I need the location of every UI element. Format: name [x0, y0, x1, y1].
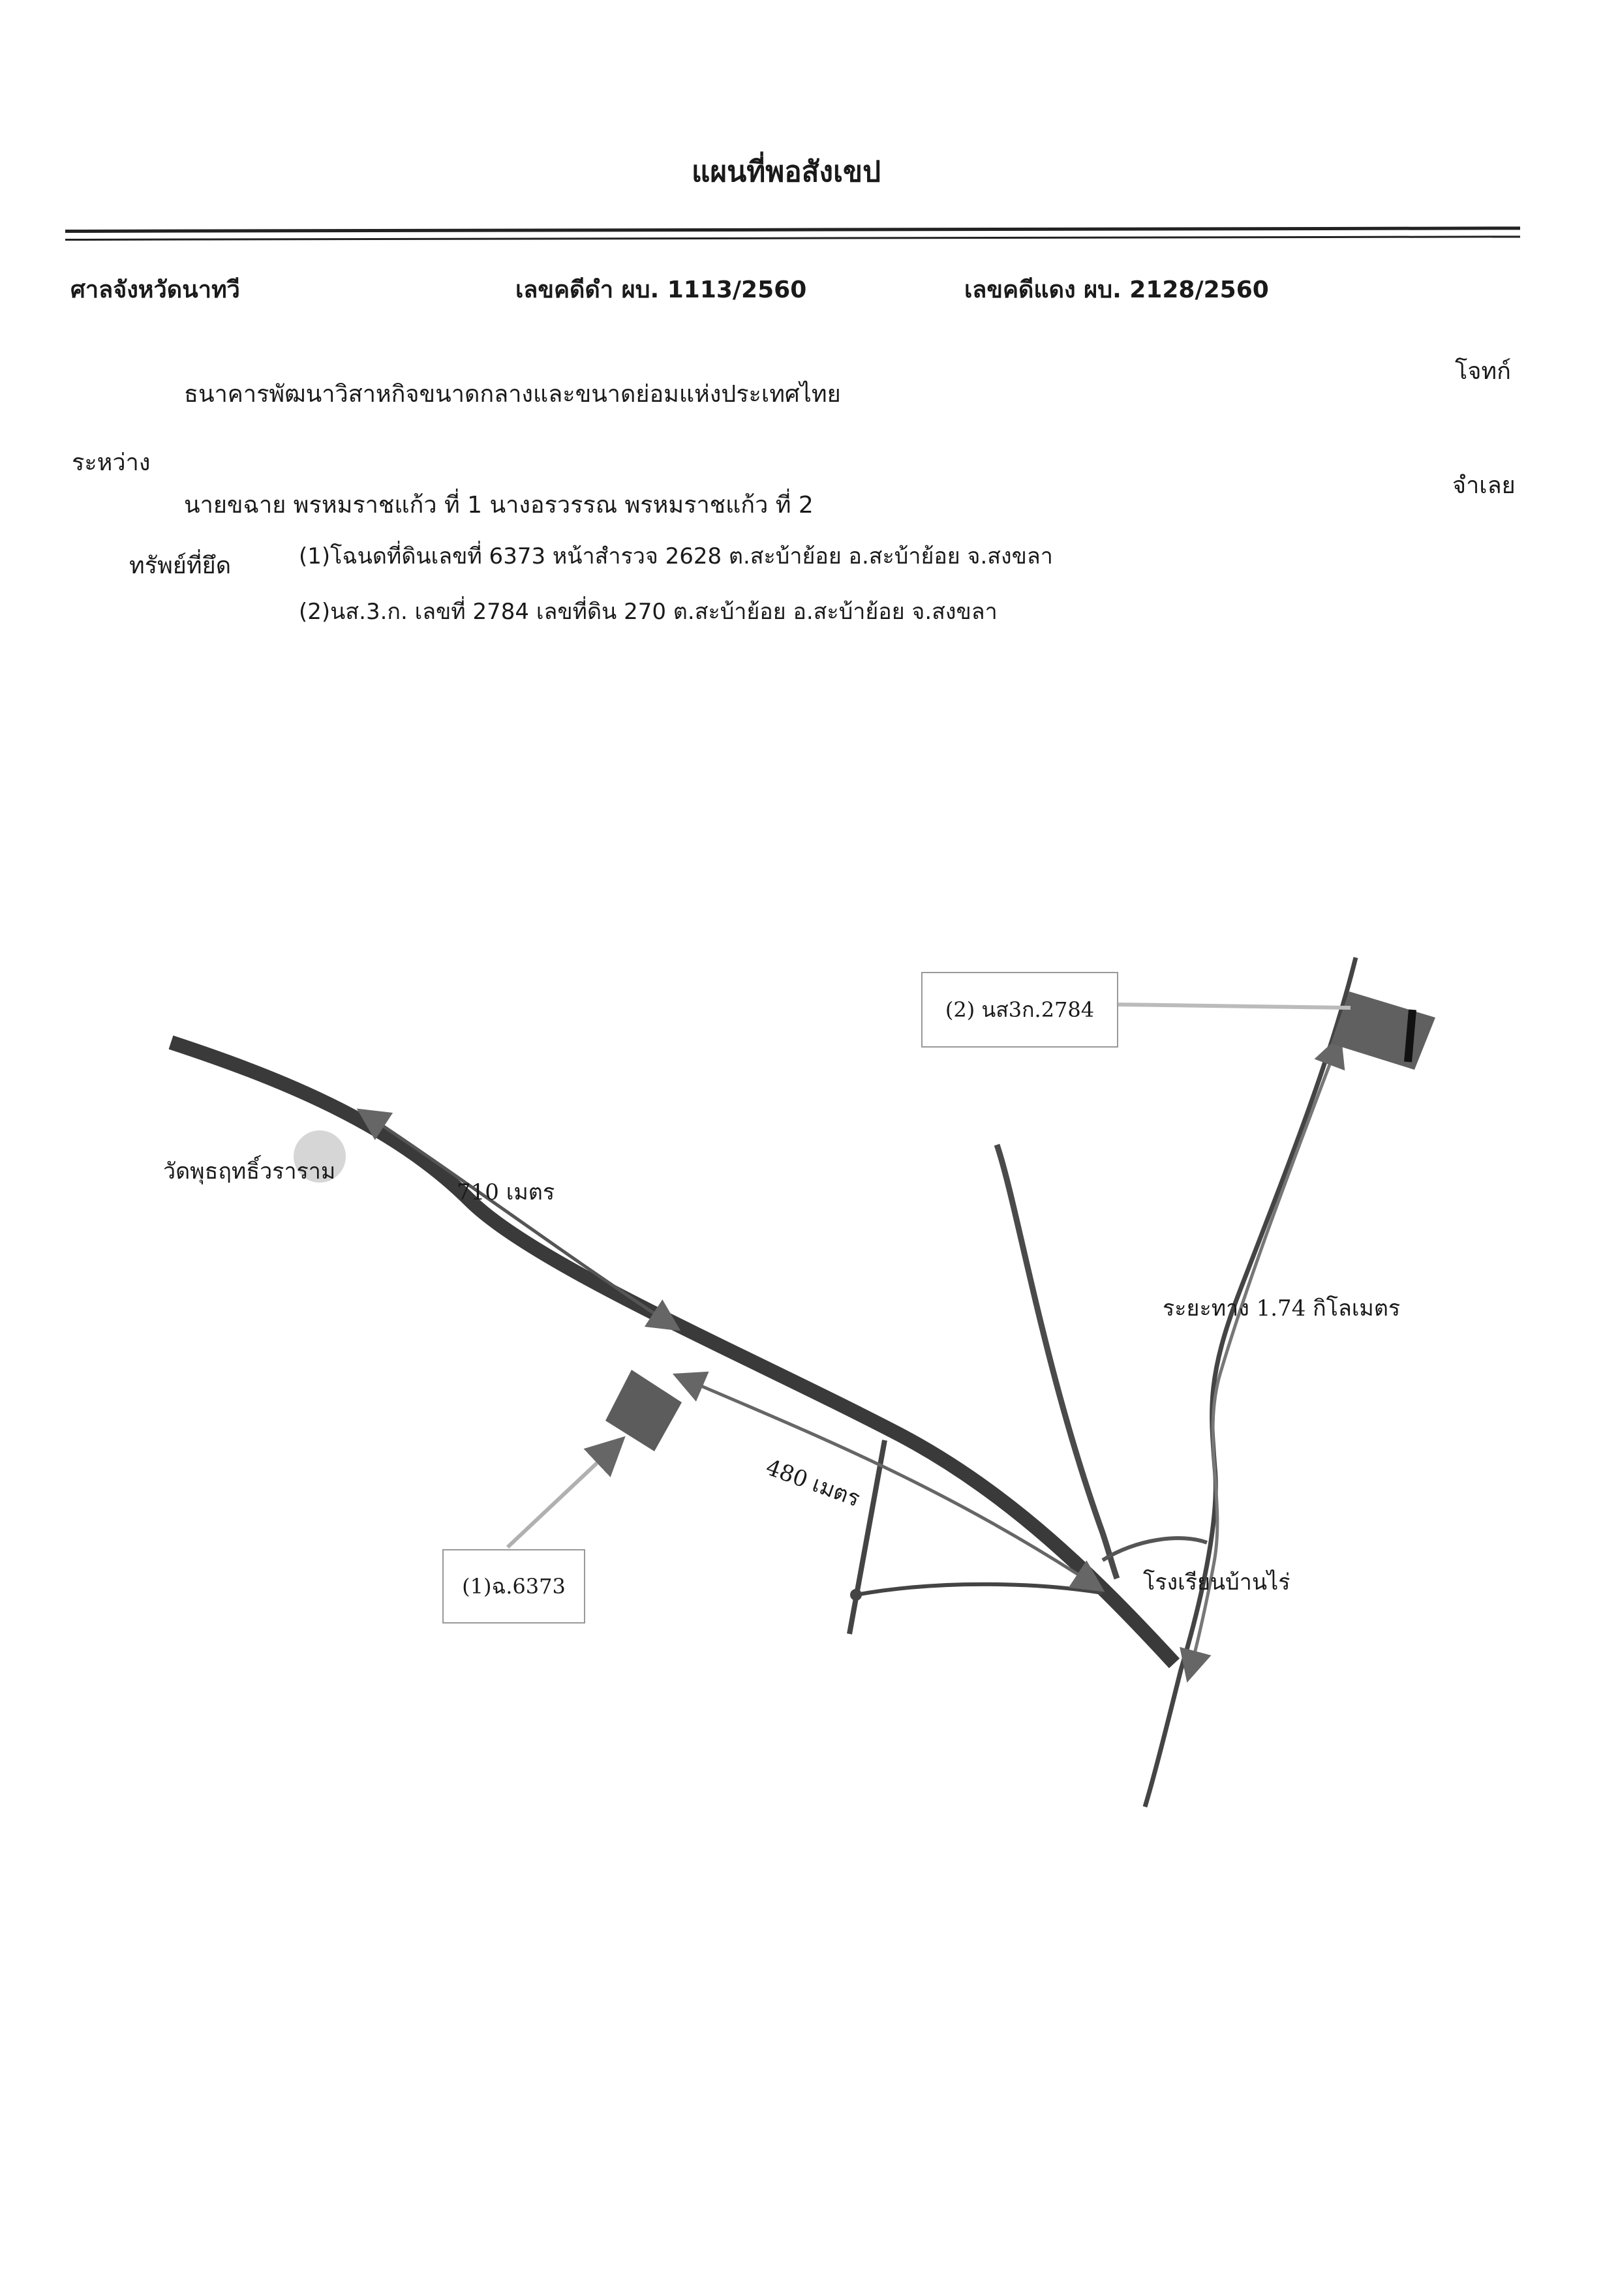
plaintiff-name: ธนาคารพัฒนาวิสาหกิจขนาดกลางและขนาดย่อมแห…	[184, 381, 841, 408]
between-label: ระหว่าง	[72, 449, 151, 476]
court-name: ศาลจังหวัดนาทวี	[70, 277, 240, 303]
arrow-174	[1180, 1034, 1345, 1683]
distance-174-label: ระยะทาง 1.74 กิโลเมตร	[1163, 1295, 1401, 1322]
parcel-2-label: (2) นส3ก.2784	[945, 997, 1095, 1022]
asset-1-text: (1)โฉนดที่ดินเลขที่ 6373 หน้าสำรวจ 2628 …	[299, 543, 1053, 569]
parcel-2-edge	[1404, 1009, 1416, 1063]
arrow-480	[672, 1371, 1105, 1592]
parcel-1-label: (1)ฉ.6373	[462, 1573, 566, 1599]
document-title: แผนที่พอสังเขป	[692, 155, 881, 189]
defendants-names: นายขฉาย พรหมราชแก้ว ที่ 1 นางอรวรรณ พรหม…	[184, 492, 814, 519]
arrow-710	[356, 1108, 681, 1331]
plaintiff-label: โจทก์	[1455, 358, 1511, 385]
parcel-1-box: (1)ฉ.6373	[442, 1549, 585, 1624]
parcel-2-box: (2) นส3ก.2784	[921, 972, 1118, 1048]
parcel-1-shape	[605, 1370, 682, 1451]
asset-2-text: (2)นส.3.ก. เลขที่ 2784 เลขที่ดิน 270 ต.ส…	[299, 599, 998, 625]
parcel-2-shape	[1331, 991, 1435, 1070]
red-case-number: เลขคดีแดง ผบ. 2128/2560	[964, 277, 1269, 303]
temple-marker	[294, 1130, 346, 1183]
cross-road	[855, 1582, 1103, 1597]
temple-label: วัดพุธฤทธิ์วราราม	[163, 1158, 336, 1185]
school-arc	[1101, 1536, 1208, 1562]
road-junction-dot	[850, 1589, 862, 1601]
school-label: โรงเรียนบ้านไร่	[1143, 1569, 1290, 1595]
north-south-road	[1142, 957, 1358, 1808]
side-road	[847, 1440, 887, 1635]
distance-710-label: 710 เมตร	[457, 1179, 555, 1205]
defendant-label: จำเลย	[1452, 472, 1516, 499]
assets-label: ทรัพย์ที่ยึด	[129, 552, 232, 579]
black-case-number: เลขคดีดำ ผบ. 1113/2560	[515, 277, 807, 303]
connector-1	[506, 1436, 626, 1549]
connector-2	[1116, 1003, 1351, 1010]
